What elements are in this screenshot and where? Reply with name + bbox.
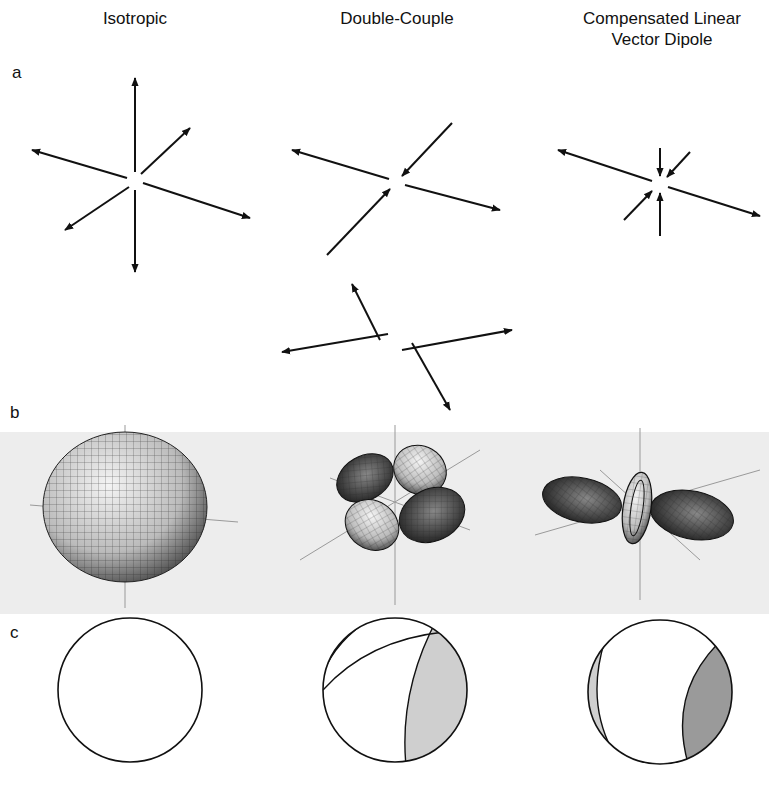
panel-letter: c bbox=[10, 622, 19, 643]
couple-arrows bbox=[282, 284, 512, 410]
force-arrows bbox=[558, 148, 760, 236]
column-heading: Double-Couple bbox=[297, 8, 497, 29]
clvd-lobes bbox=[538, 470, 738, 547]
column-heading: Isotropic bbox=[35, 8, 235, 29]
force-arrows bbox=[292, 123, 500, 255]
force-arrows bbox=[32, 78, 250, 272]
beach-ball bbox=[300, 600, 480, 775]
column-heading: Compensated Linear Vector Dipole bbox=[567, 8, 757, 51]
panel-letter: b bbox=[10, 402, 19, 423]
beach-ball bbox=[570, 620, 740, 770]
isotropic-sphere bbox=[43, 432, 207, 582]
panel-letter: a bbox=[12, 62, 21, 83]
double-couple-lobes bbox=[328, 436, 474, 561]
axes bbox=[30, 425, 760, 608]
background-band bbox=[0, 432, 769, 614]
beach-ball bbox=[58, 618, 202, 762]
